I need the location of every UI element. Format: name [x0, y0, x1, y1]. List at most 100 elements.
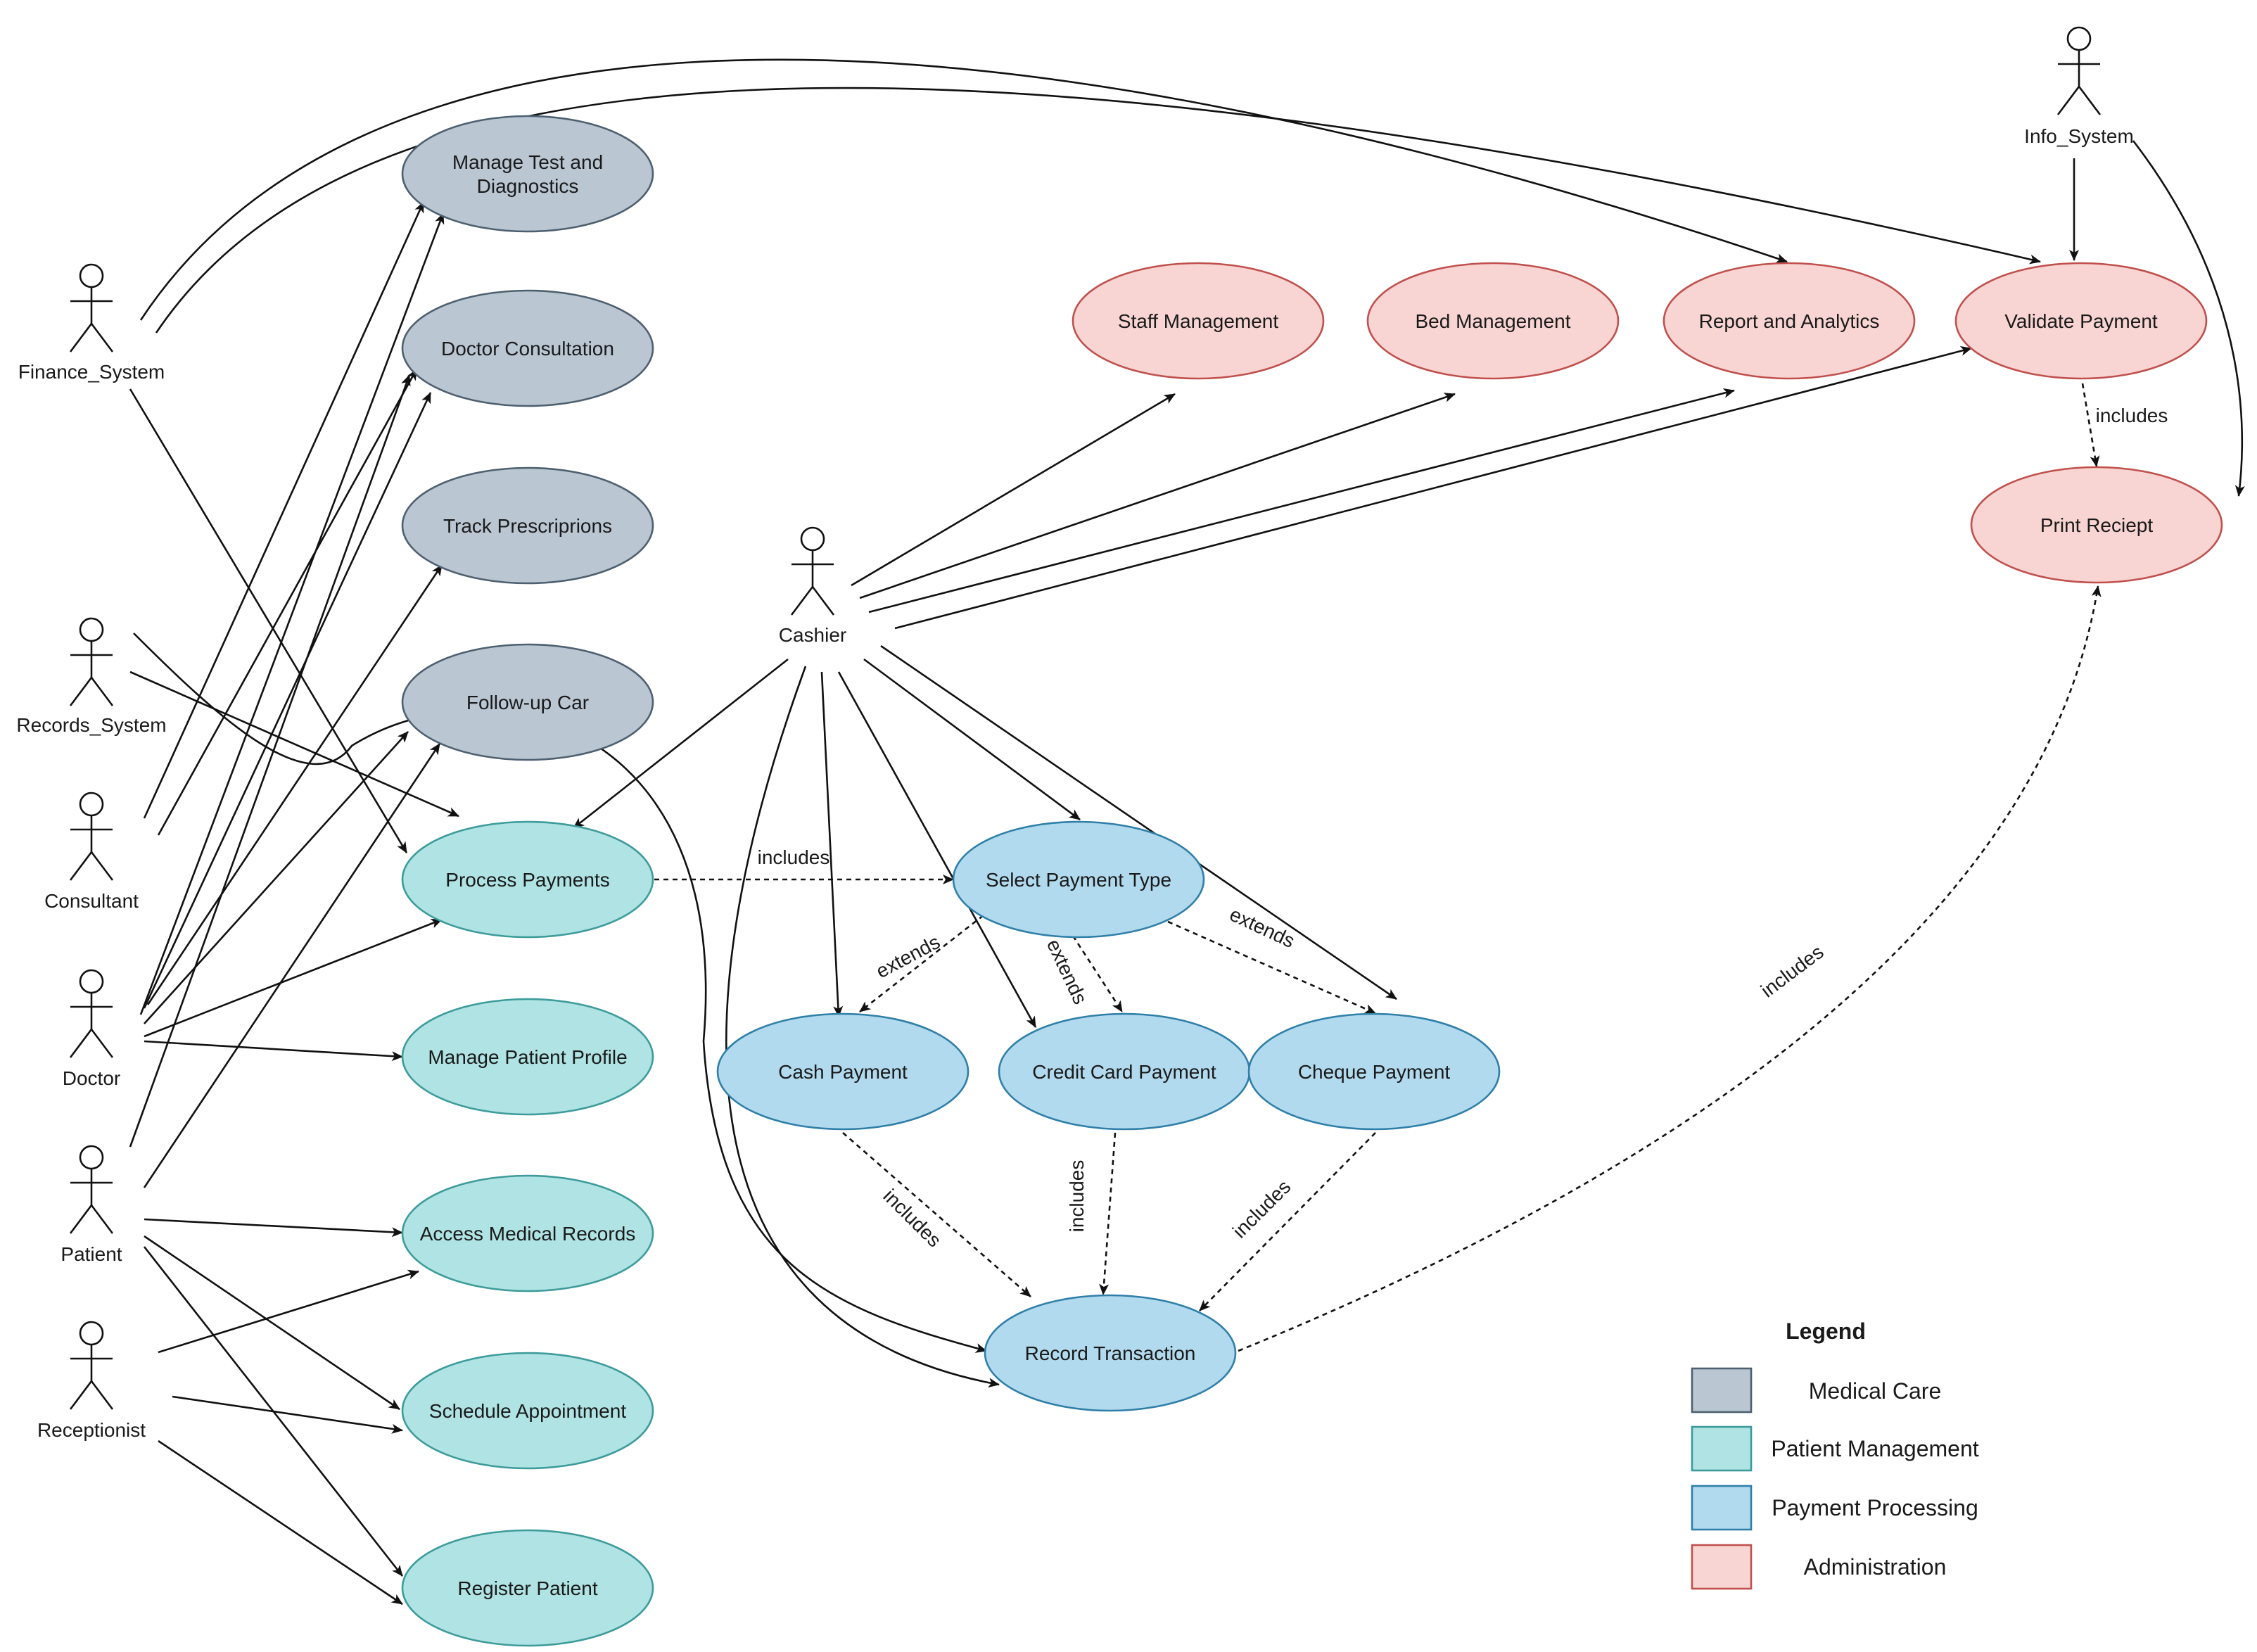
use-case-label: Record Transaction: [1025, 1342, 1196, 1364]
edge-recep-access: [158, 1269, 419, 1354]
label-includes: includes: [1066, 1160, 1088, 1233]
use-case-register-patient[interactable]: Register Patient: [401, 1529, 654, 1647]
label-extends: extends: [1043, 936, 1092, 1008]
use-case-cheque-payment[interactable]: Cheque Payment: [1247, 1012, 1501, 1131]
use-case-label: Print Reciept: [2040, 514, 2154, 536]
legend-swatch-medical-care: [1691, 1367, 1753, 1413]
edge-patient-consult: [129, 374, 411, 1148]
use-cases: Manage Test and Diagnostics Doctor Consu…: [401, 115, 2223, 1647]
use-case-cash-payment[interactable]: Cash Payment: [716, 1012, 969, 1131]
edge-doctor-process: [144, 918, 443, 1038]
label-includes: includes: [1228, 1176, 1295, 1243]
use-case-label: Diagnostics: [477, 175, 579, 197]
relation-labels: includes extends extends extends include…: [758, 405, 2168, 1252]
legend-label: Administration: [1804, 1554, 1947, 1580]
edge-consultant-consult: [157, 369, 418, 836]
actor-label: Info_System: [2024, 125, 2134, 147]
edge-cashier-bed: [859, 393, 1456, 599]
edge-recep-schedule: [172, 1395, 403, 1434]
use-case-label: Register Patient: [457, 1577, 597, 1599]
use-case-track-prescriptions[interactable]: Track Prescriprions: [401, 466, 654, 585]
use-case-validate-payment[interactable]: Validate Payment: [1954, 262, 2208, 380]
edge-cash-record-includes: [842, 1132, 1031, 1297]
use-case-label: Track Prescriprions: [443, 515, 612, 537]
edge-select-cheque-extends: [1167, 920, 1376, 1015]
actor-finance-system[interactable]: Finance_System: [18, 263, 165, 383]
edge-cashier-cash: [820, 671, 844, 1017]
edge-doctor-followup: [144, 731, 409, 1024]
label-includes: includes: [1757, 941, 1828, 1002]
edge-patient-schedule: [144, 1235, 400, 1411]
use-case-report-analytics[interactable]: Report and Analytics: [1662, 262, 1916, 380]
actor-consultant[interactable]: Consultant: [44, 792, 139, 912]
use-case-doctor-consultation[interactable]: Doctor Consultation: [401, 289, 654, 407]
edge-select-credit-extends: [1072, 935, 1124, 1012]
edge-cashier-select: [863, 658, 1081, 821]
edge-cashier-report: [868, 388, 1735, 614]
dependency-lines: [654, 383, 2102, 1352]
use-case-record-transaction[interactable]: Record Transaction: [984, 1294, 1237, 1412]
edge-finance-report: [139, 58, 1788, 321]
edge-validate-print-includes: [2081, 383, 2100, 467]
legend-label: Payment Processing: [1772, 1495, 1978, 1520]
edge-credit-record-includes: [1099, 1132, 1117, 1295]
actor-label: Doctor: [63, 1067, 120, 1089]
actor-receptionist[interactable]: Receptionist: [37, 1321, 146, 1441]
actor-label: Cashier: [779, 624, 846, 646]
use-case-label: Doctor Consultation: [441, 338, 614, 360]
use-case-print-receipt[interactable]: Print Reciept: [1970, 466, 2223, 584]
actor-label: Patient: [61, 1243, 122, 1265]
use-case-process-payments[interactable]: Process Payments: [401, 820, 654, 939]
use-case-label: Manage Patient Profile: [428, 1046, 627, 1068]
edge-consultant-tests: [143, 201, 425, 819]
edge-finance-process: [129, 388, 408, 853]
actor-label: Records_System: [16, 714, 166, 736]
use-case-label: Validate Payment: [2004, 310, 2158, 332]
edge-patient-access: [144, 1218, 403, 1238]
use-case-label: Cheque Payment: [1298, 1061, 1451, 1083]
actor-cashier[interactable]: Cashier: [779, 526, 846, 646]
use-case-select-payment-type[interactable]: Select Payment Type: [952, 820, 1205, 939]
use-case-manage-tests[interactable]: Manage Test and Diagnostics: [401, 115, 654, 233]
use-case-bed-management[interactable]: Bed Management: [1366, 262, 1620, 380]
use-case-label: Manage Test and: [452, 151, 603, 173]
use-case-access-medical-records[interactable]: Access Medical Records: [401, 1174, 654, 1292]
actor-records-system[interactable]: Records_System: [16, 617, 167, 736]
edge-cashier-cheque: [880, 644, 1397, 1000]
use-case-label: Follow-up Car: [466, 692, 589, 713]
use-case-label: Access Medical Records: [420, 1223, 636, 1245]
use-case-label: Process Payments: [445, 869, 609, 891]
edge-info-print: [2132, 140, 2245, 497]
use-case-staff-management[interactable]: Staff Management: [1072, 262, 1325, 380]
actor-patient[interactable]: Patient: [61, 1145, 122, 1265]
edge-records-record: [133, 633, 987, 1353]
edge-patient-followup: [143, 743, 441, 1188]
label-includes: includes: [879, 1185, 946, 1252]
edge-records-process: [129, 671, 459, 818]
edge-select-cash-extends: [859, 908, 991, 1013]
actor-label: Finance_System: [18, 361, 165, 383]
use-case-credit-card-payment[interactable]: Credit Card Payment: [998, 1012, 1251, 1131]
legend-swatch-payment-processing: [1691, 1485, 1753, 1531]
actor-info-system[interactable]: Info_System: [2024, 26, 2134, 147]
legend-swatch-patient-management: [1691, 1425, 1753, 1472]
use-case-label: Credit Card Payment: [1032, 1061, 1216, 1083]
use-case-label: Report and Analytics: [1699, 310, 1880, 332]
use-case-schedule-appointment[interactable]: Schedule Appointment: [401, 1352, 654, 1470]
edge-cheque-record-includes: [1199, 1132, 1376, 1311]
legend-swatch-administration: [1691, 1544, 1753, 1590]
edge-doctor-track: [146, 564, 443, 1005]
edge-recep-register: [158, 1440, 403, 1606]
edge-doctor-consult: [143, 392, 432, 1009]
actor-label: Consultant: [44, 890, 139, 912]
actor-label: Receptionist: [37, 1419, 146, 1441]
use-case-follow-up[interactable]: Follow-up Car: [401, 643, 654, 761]
use-case-manage-patient-profile[interactable]: Manage Patient Profile: [401, 998, 654, 1116]
label-includes: includes: [2096, 405, 2168, 426]
use-case-label: Cash Payment: [778, 1061, 908, 1083]
edge-doctor-profile: [144, 1040, 403, 1062]
edge-cashier-validate: [894, 346, 1972, 630]
edge-cashier-credit: [837, 671, 1037, 1028]
edge-cashier-process: [573, 658, 789, 830]
actor-doctor[interactable]: Doctor: [63, 969, 120, 1089]
